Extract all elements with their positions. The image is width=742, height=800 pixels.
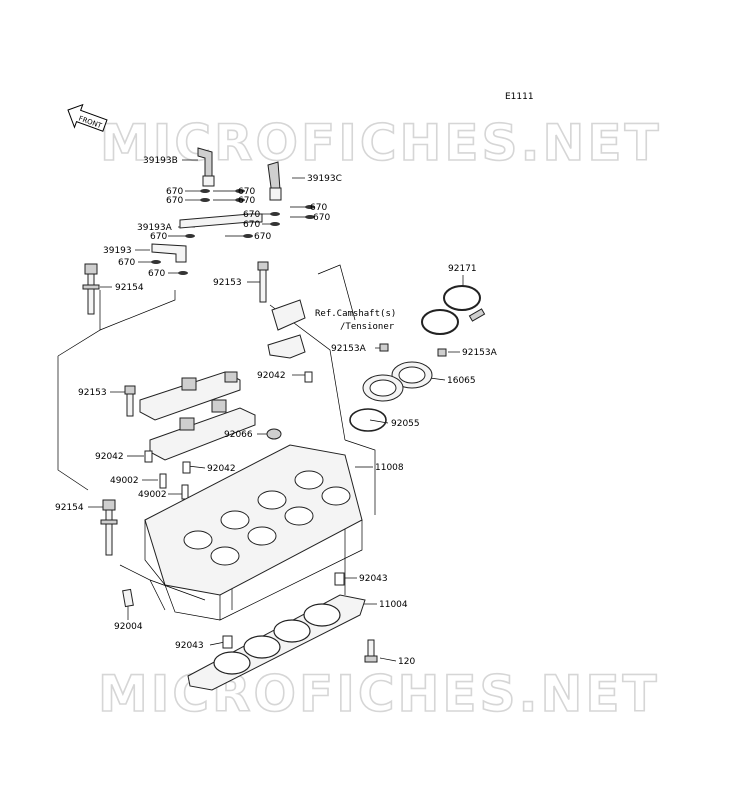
label-39193C: 39193C [307,174,342,184]
label-92043-right: 92043 [359,574,388,584]
label-11004: 11004 [379,600,408,610]
label-92042-center: 92042 [207,464,236,474]
label-92153-mid: 92153 [213,278,242,288]
label-670: 670 [243,210,260,220]
label-670: 670 [148,269,165,279]
label-39193A: 39193A [137,223,173,233]
reference-note-line1: Ref.Camshaft(s) [315,309,396,319]
oil-pipe-39193C [267,161,282,201]
label-92153-left: 92153 [78,388,107,398]
bolt-92154-bottom [100,499,118,556]
oil-pipe-39193 [151,243,187,263]
watermark-top: MICROFICHES.NET [100,114,662,172]
label-92043-left: 92043 [175,641,204,651]
cylinder-head-11008 [144,444,363,621]
label-92042-right: 92042 [257,371,286,381]
oil-pipe-39193A [179,213,263,229]
bolt-92153-mid [257,261,269,303]
label-92171: 92171 [448,264,477,274]
part-labels: 39193B 39193C 670 670 670 670 670 670 67… [55,156,498,667]
label-49002-b: 49002 [138,490,167,500]
diagram-code: E1111 [505,92,534,102]
label-670: 670 [310,203,327,213]
label-92154-bottom: 92154 [55,503,84,513]
label-49002-a: 49002 [110,476,139,486]
o-rings-670 [151,189,315,275]
label-670: 670 [238,187,255,197]
label-92055: 92055 [391,419,420,429]
camshaft-cap-front [139,371,241,421]
camshaft-cap-rear [149,399,256,461]
front-arrow-icon: FRONT [67,103,108,132]
label-39193B: 39193B [143,156,178,166]
label-92004: 92004 [114,622,143,632]
label-670: 670 [313,213,330,223]
label-92042-left: 92042 [95,452,124,462]
screws-92153A [379,343,447,357]
label-16065: 16065 [447,376,476,386]
bolt-92153-left [124,385,136,417]
label-92153A-left: 92153A [331,344,367,354]
head-gasket-11004 [187,594,366,691]
label-11008: 11008 [375,463,404,473]
clamp-92171 [421,285,486,335]
label-670: 670 [238,196,255,206]
tensioner-ref-block [267,299,306,359]
label-670: 670 [254,232,271,242]
label-120: 120 [398,657,415,667]
label-670: 670 [118,258,135,268]
oil-pipe-39193B [197,147,215,187]
bolt-92154-top [82,263,100,315]
label-92154-top: 92154 [115,283,144,293]
label-39193: 39193 [103,246,132,256]
bolt-120 [364,639,378,663]
label-670: 670 [166,196,183,206]
watermark-bottom: MICROFICHES.NET [98,665,660,723]
dowels [144,371,345,649]
label-92066: 92066 [224,430,253,440]
label-670: 670 [243,220,260,230]
plug-92066 [266,428,282,440]
holder-16065 [362,361,433,402]
label-92153A-right: 92153A [462,348,498,358]
label-670: 670 [150,232,167,242]
stud-92004 [122,588,134,608]
reference-note-line2: /Tensioner [340,322,395,332]
label-670: 670 [166,187,183,197]
o-ring-92055 [349,408,387,432]
